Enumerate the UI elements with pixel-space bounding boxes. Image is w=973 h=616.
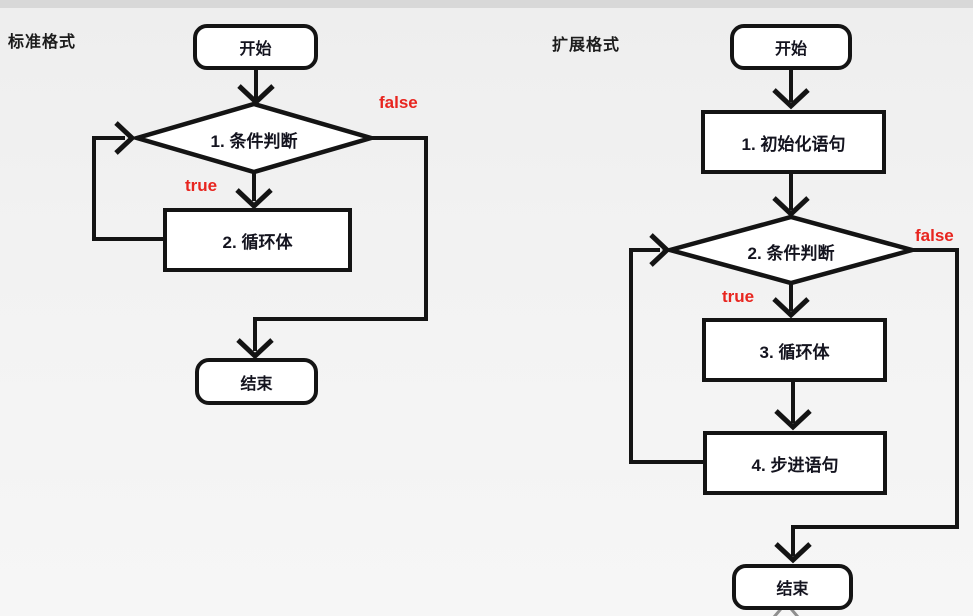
down-arrowhead [774, 409, 812, 431]
down-arrowhead [772, 196, 810, 218]
left-true-branch-label: true [185, 176, 218, 195]
right-step-label: 4. 步进语句 [751, 455, 839, 475]
left-condition-label: 1. 条件判断 [210, 132, 298, 151]
left-loopback-line [92, 136, 163, 241]
right-end-node: 结束 [732, 564, 853, 610]
right-init-label: 1. 初始化语句 [741, 134, 846, 154]
right-end-label: 结束 [776, 581, 809, 598]
right-flow-connectors [629, 70, 959, 564]
down-arrowhead [235, 188, 273, 210]
right-loop-body-label: 3. 循环体 [759, 342, 830, 362]
down-arrowhead [774, 542, 812, 564]
left-start-label: 开始 [239, 41, 272, 58]
right-condition-label: 2. 条件判断 [747, 244, 835, 263]
down-arrowhead [236, 338, 274, 360]
left-false-line [253, 136, 428, 351]
right-init-node: 1. 初始化语句 [701, 110, 886, 174]
right-chart-title: 扩展格式 [552, 37, 621, 54]
right-false-branch-label: false [915, 226, 954, 245]
right-arrowhead [649, 233, 671, 267]
right-start-node: 开始 [730, 24, 852, 70]
left-loop-body-node: 2. 循环体 [163, 208, 352, 272]
right-arrowhead [114, 121, 136, 155]
left-chart-title: 标准格式 [8, 34, 77, 51]
right-step-node: 4. 步进语句 [703, 431, 887, 495]
right-loopback-line [629, 248, 703, 464]
right-loop-body-node: 3. 循环体 [702, 318, 887, 382]
down-arrowhead [772, 297, 810, 319]
right-false-line [791, 248, 959, 556]
down-arrowhead [772, 88, 810, 110]
right-start-label: 开始 [774, 41, 807, 58]
right-true-branch-label: true [722, 287, 755, 306]
left-end-label: 结束 [240, 375, 273, 393]
down-arrowhead [237, 84, 275, 106]
left-loop-body-label: 2. 循环体 [222, 232, 293, 252]
left-end-node: 结束 [195, 358, 318, 405]
top-strip [0, 0, 973, 8]
left-false-branch-label: false [379, 93, 418, 112]
left-start-node: 开始 [193, 24, 318, 70]
left-flow-connectors [92, 70, 428, 360]
